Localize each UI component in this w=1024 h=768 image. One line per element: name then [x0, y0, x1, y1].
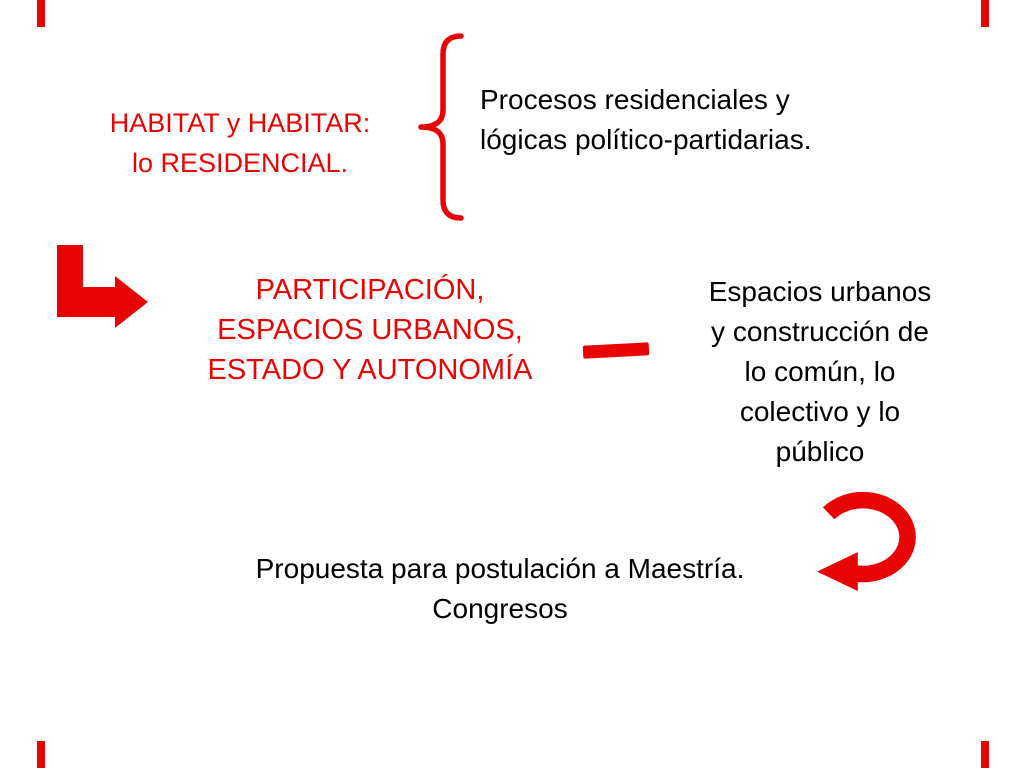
espacios-line-2: y construcción de — [711, 316, 929, 347]
procesos-text: Procesos residenciales y lógicas polític… — [480, 80, 900, 160]
espacios-line-3: lo común, lo — [744, 356, 896, 387]
habitat-title-line-1: HABITAT y HABITAR: — [109, 108, 371, 138]
espacios-line-4: colectivo y lo — [739, 396, 901, 427]
slide-border-fragment-top-right — [981, 0, 989, 27]
slide-border-fragment-bottom-right — [981, 741, 989, 768]
bent-arrow-right-icon — [57, 245, 148, 328]
curved-arrow-left-icon — [817, 491, 916, 592]
espacios-line-5: público — [775, 436, 865, 467]
participacion-line-3: ESTADO Y AUTONOMÍA — [207, 354, 533, 386]
participacion-line-2: ESPACIOS URBANOS, — [217, 314, 523, 346]
procesos-line-1: Procesos residenciales y — [480, 84, 790, 115]
propuesta-line-1: Propuesta para postulación a Maestría. — [255, 553, 745, 584]
propuesta-line-2: Congresos — [432, 593, 568, 624]
participacion-title: PARTICIPACIÓN, ESPACIOS URBANOS, ESTADO … — [170, 270, 570, 390]
dash-connector-icon — [582, 342, 650, 359]
habitat-title: HABITAT y HABITAR: lo RESIDENCIAL. — [50, 103, 430, 183]
espacios-text: Espacios urbanos y construcción de lo co… — [668, 272, 972, 472]
curly-brace-left-icon — [418, 33, 464, 221]
participacion-line-1: PARTICIPACIÓN, — [255, 274, 485, 306]
slide-border-fragment-bottom-left — [37, 741, 45, 768]
procesos-line-2: lógicas político-partidarias. — [480, 124, 812, 155]
espacios-line-1: Espacios urbanos — [708, 276, 932, 307]
slide-border-fragment-top-left — [37, 0, 45, 27]
habitat-title-line-2: lo RESIDENCIAL. — [131, 148, 349, 178]
propuesta-text: Propuesta para postulación a Maestría. C… — [140, 549, 860, 629]
